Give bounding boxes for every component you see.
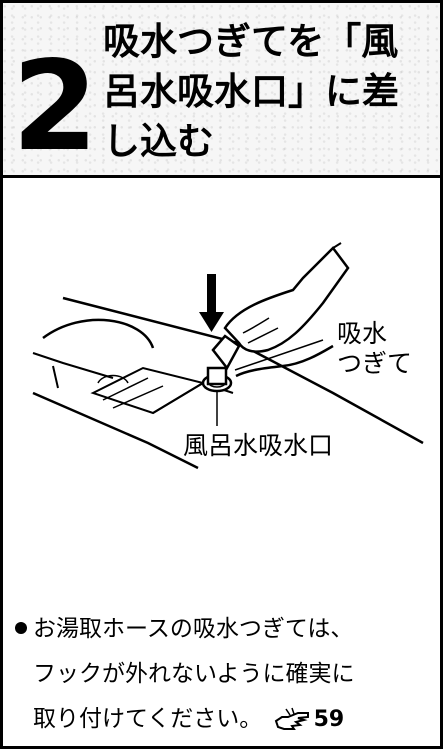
step-title: 吸水つぎてを「風呂水吸水口」に差し込む <box>103 20 399 163</box>
label-joint-line1: 吸水 <box>337 319 388 348</box>
step-header: 2 吸水つぎてを「風呂水吸水口」に差し込む <box>3 3 440 178</box>
illustration: 吸水 つぎて 風呂水吸水口 <box>3 178 440 508</box>
bath-inlet-illustration <box>32 242 424 470</box>
note-line-1: お湯取ホースの吸水つぎては、 <box>15 607 435 652</box>
label-joint-line2: つぎて <box>337 349 413 378</box>
page-reference[interactable]: 59 <box>274 697 345 742</box>
tub-edge <box>32 352 114 379</box>
label-inlet: 風呂水吸水口 <box>183 431 334 460</box>
bullet-icon <box>15 621 27 634</box>
note-line-3: 取り付けてください。 59 <box>15 697 435 742</box>
step-number: 2 <box>11 35 99 178</box>
note-line-2: フックが外れないように確実に <box>33 661 355 687</box>
note: お湯取ホースの吸水つぎては、 フックが外れないように確実に 取り付けてください。… <box>15 607 435 742</box>
hand <box>223 246 350 353</box>
leader-joint <box>234 339 324 371</box>
tub-curve <box>42 318 155 349</box>
cover-plate <box>90 366 206 415</box>
tub-rim-line <box>62 296 424 445</box>
arrow-shaft <box>207 274 216 314</box>
page-ref-number: 59 <box>313 707 345 732</box>
hose <box>235 344 334 378</box>
tub-bottom-line <box>32 391 199 470</box>
pointing-hand-icon <box>274 707 309 730</box>
arrow-head-icon <box>199 312 224 332</box>
joint-body <box>206 366 228 386</box>
